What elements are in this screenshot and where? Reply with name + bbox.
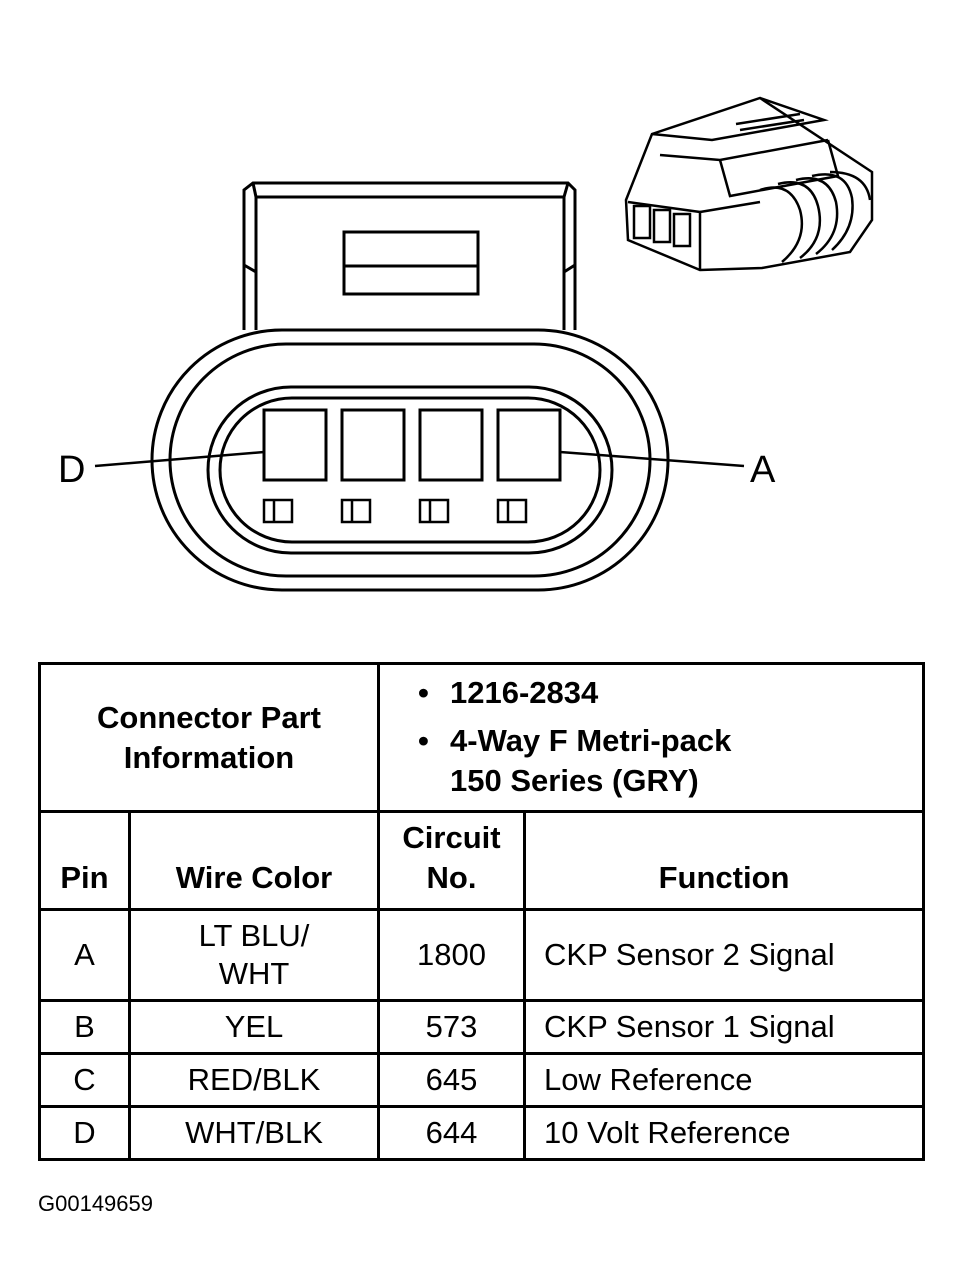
cavity-a	[496, 408, 562, 482]
circuit-cell: 1800	[377, 908, 527, 1002]
function-cell: CKP Sensor 1 Signal	[523, 999, 926, 1055]
col-circuit: Circuit No.	[377, 810, 527, 911]
wire-color-cell: RED/BLK	[127, 1052, 381, 1108]
wire-color-line-2: WHT	[218, 956, 290, 991]
col-pin: Pin	[38, 810, 131, 911]
col-circuit-line-1: Circuit	[402, 820, 501, 855]
connector-perspective-view	[624, 96, 874, 272]
table-row: C RED/BLK 645 Low Reference	[38, 1052, 926, 1108]
circuit-cell: 644	[377, 1105, 527, 1161]
table-row: D WHT/BLK 644 10 Volt Reference	[38, 1105, 926, 1161]
column-header-row: Pin Wire Color Circuit No. Function	[38, 810, 926, 911]
function-cell: Low Reference	[523, 1052, 926, 1108]
table-row: B YEL 573 CKP Sensor 1 Signal	[38, 999, 926, 1055]
circuit-cell: 645	[377, 1052, 527, 1108]
part-number: 1216-2834	[450, 675, 599, 710]
pin-d-label: D	[58, 449, 86, 491]
col-circuit-line-2: No.	[426, 860, 477, 895]
col-function: Function	[523, 810, 926, 911]
cavity-c	[340, 408, 406, 482]
bullet-icon: •	[418, 723, 429, 758]
table-row: A LT BLU/ WHT 1800 CKP Sensor 2 Signal	[38, 908, 926, 1002]
pin-cell: D	[38, 1105, 131, 1161]
leader-line-a	[559, 450, 745, 468]
description-line-1: 4-Way F Metri-pack	[450, 723, 732, 758]
connector-latch	[242, 181, 577, 330]
function-cell: CKP Sensor 2 Signal	[523, 908, 926, 1002]
description-item: • 4-Way F Metri-pack 150 Series (GRY)	[380, 721, 922, 801]
pin-a-label: A	[750, 449, 776, 491]
part-info-row: Connector Part Information • 1216-2834 •…	[37, 662, 926, 813]
connector-part-information-heading: Connector Part Information	[37, 662, 381, 813]
circuit-cell: 573	[377, 999, 527, 1055]
leader-line-d	[94, 450, 265, 468]
connector-diagram	[94, 96, 874, 592]
pin-cell: A	[38, 908, 131, 1002]
part-number-item: • 1216-2834	[380, 673, 922, 713]
header-line-2: Information	[123, 739, 295, 775]
cavity-d	[262, 408, 328, 482]
col-wire-color: Wire Color	[127, 810, 381, 911]
wire-color-line-1: LT BLU/	[198, 918, 310, 953]
wire-color-cell: YEL	[127, 999, 381, 1055]
connector-info-table: Connector Part Information • 1216-2834 •…	[37, 662, 926, 1161]
pin-cell: B	[38, 999, 131, 1055]
pin-cell: C	[38, 1052, 131, 1108]
part-details: • 1216-2834 • 4-Way F Metri-pack 150 Ser…	[377, 662, 926, 813]
header-line-1: Connector Part	[97, 699, 321, 735]
bullet-icon: •	[418, 675, 429, 710]
figure-code: G00149659	[38, 1191, 153, 1216]
cavity-b	[418, 408, 484, 482]
wire-color-cell: WHT/BLK	[127, 1105, 381, 1161]
connector-body	[150, 328, 670, 592]
function-cell: 10 Volt Reference	[523, 1105, 926, 1161]
pin-cavities	[262, 408, 562, 524]
description-line-2: 150 Series (GRY)	[450, 763, 699, 798]
wire-color-cell: LT BLU/ WHT	[127, 908, 381, 1002]
